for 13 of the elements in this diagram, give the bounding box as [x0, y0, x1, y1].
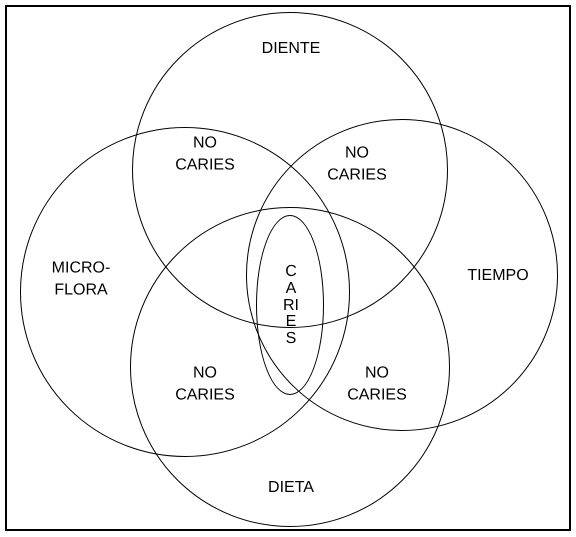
circle-label: TIEMPO: [466, 266, 530, 286]
circle: [130, 207, 450, 527]
region-label: NO CARIES: [346, 364, 408, 406]
region-label: NO CARIES: [174, 134, 236, 176]
ellipse: [256, 215, 324, 395]
circle: [246, 119, 558, 431]
region-label: NO CARIES: [326, 144, 388, 186]
circle-label: DIETA: [267, 478, 315, 498]
circle-label: CARIES: [283, 264, 299, 348]
circle-label: DIENTE: [260, 39, 322, 60]
circle-label: MICRO- FLORA: [51, 258, 111, 300]
circle: [132, 12, 448, 328]
region-label: NO CARIES: [174, 364, 236, 406]
